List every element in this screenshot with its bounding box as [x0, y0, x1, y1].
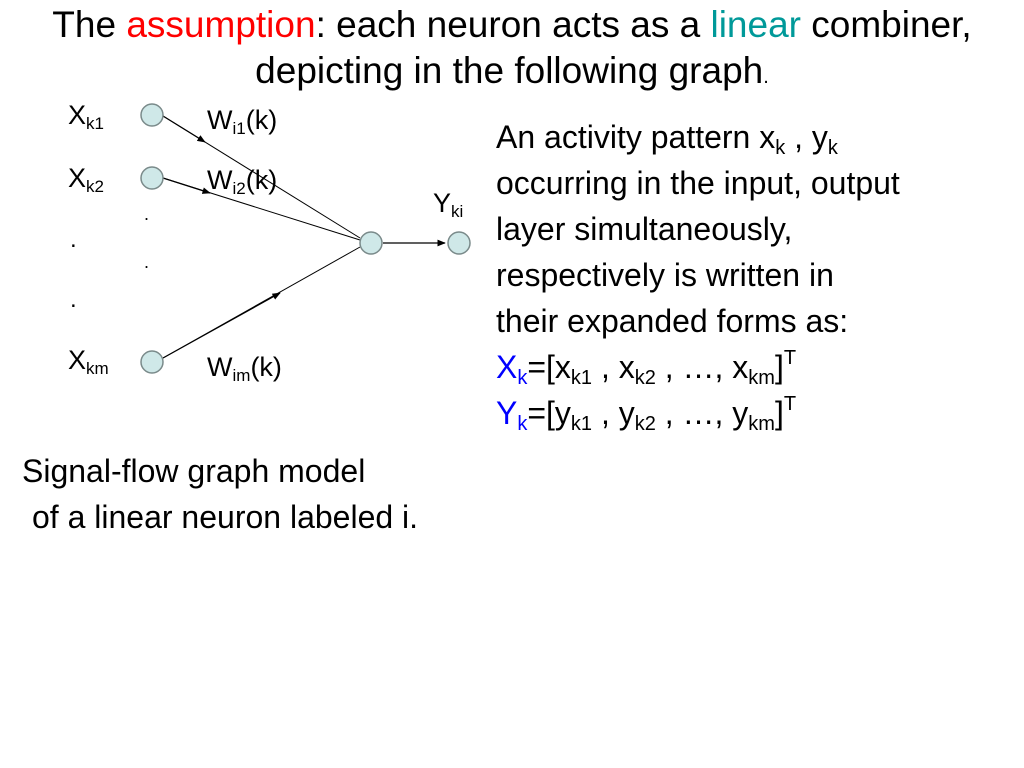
input-node-km	[140, 350, 164, 374]
weight-label-i1: Wi1(k)	[207, 105, 278, 138]
input-label-km: Xkm	[68, 345, 109, 378]
figure-caption: Signal-flow graph model of a linear neur…	[22, 448, 542, 540]
description-line: occurring in the input, output	[496, 165, 900, 201]
description-line: respectively is written in	[496, 257, 834, 293]
arrow-k2	[162, 177, 211, 194]
arrow-k1	[162, 115, 206, 143]
description-line: layer simultaneously,	[496, 211, 793, 247]
equation-y: Yk=[yk1 , yk2 , …, ykm]T	[496, 393, 797, 435]
input-node-k2	[140, 166, 164, 190]
output-label: Yki	[433, 188, 464, 221]
description-line: An activity pattern xk , yk	[496, 119, 838, 159]
description-line: their expanded forms as:	[496, 303, 849, 339]
neuron-node	[359, 231, 383, 255]
caption-line: Signal-flow graph model	[22, 453, 366, 489]
input-label-k2: Xk2	[68, 163, 104, 196]
arrow-km	[162, 292, 281, 359]
title-assumption: assumption	[126, 4, 316, 45]
caption-line: of a linear neuron labeled i.	[32, 499, 419, 535]
ellipsis-dot: .	[70, 226, 77, 253]
description-block: An activity pattern xk , yk occurring in…	[496, 114, 1016, 436]
slide-title: The assumption: each neuron acts as a li…	[52, 4, 972, 91]
title-linear: linear	[710, 4, 801, 45]
ellipsis-dot: .	[144, 204, 150, 224]
weight-label-i2: Wi2(k)	[207, 165, 278, 198]
weight-label-im: Wim(k)	[207, 352, 282, 385]
input-node-k1	[140, 103, 164, 127]
equation-x: Xk=[xk1 , xk2 , …, xkm]T	[496, 347, 797, 389]
ellipsis-dot: .	[144, 252, 150, 272]
input-label-k1: Xk1	[68, 100, 104, 133]
output-node	[447, 231, 471, 255]
ellipsis-dot: .	[70, 286, 77, 313]
